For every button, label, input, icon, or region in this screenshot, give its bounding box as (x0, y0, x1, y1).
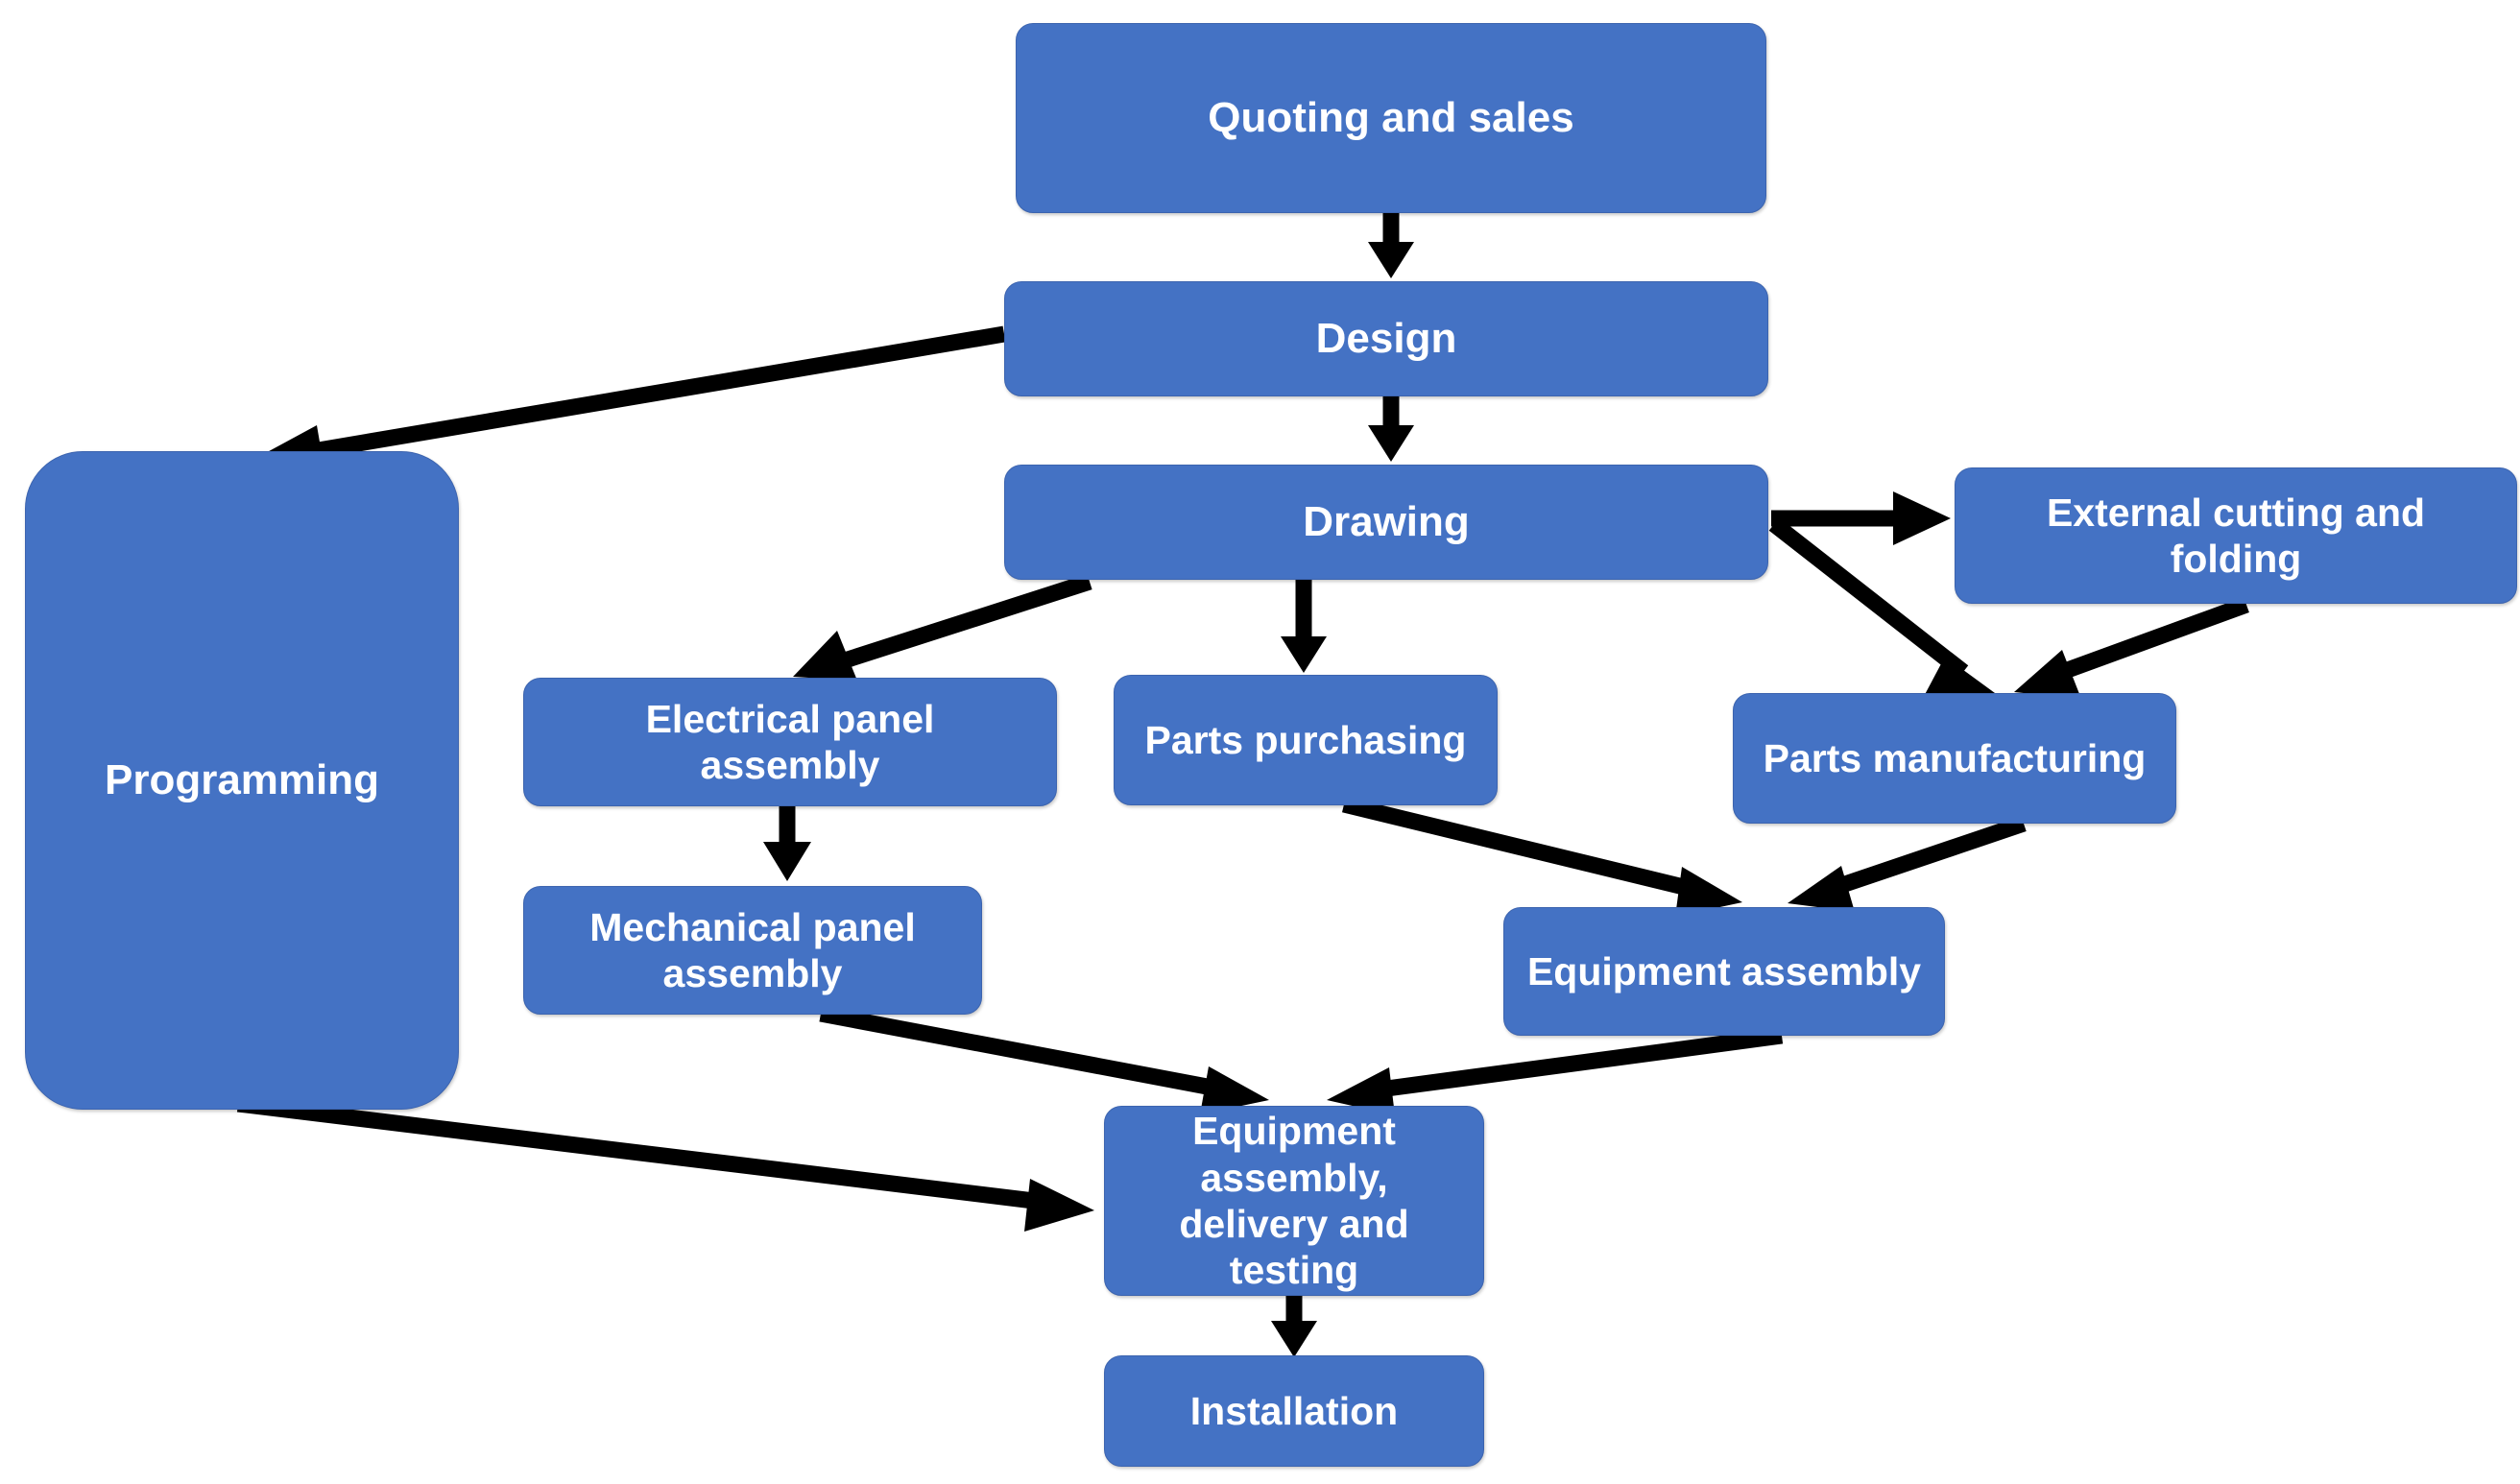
node-external-cutting-and-folding[interactable]: External cutting and folding (1955, 467, 2517, 604)
node-equipment-assembly-delivery-and-testing[interactable]: Equipment assembly, delivery and testing (1104, 1106, 1484, 1296)
connector-drawing-to-external-cutting-and-folding (1771, 491, 1951, 545)
node-label: External cutting and folding (2046, 490, 2426, 581)
node-label: Design (1315, 315, 1457, 363)
connector-drawing-to-parts-manufacturing (1768, 517, 1995, 704)
node-label: Parts purchasing (1144, 717, 1467, 762)
node-label: Equipment assembly, delivery and testing (1179, 1109, 1409, 1293)
connector-programming-to-equipment-delivery (236, 1095, 1094, 1232)
connector-equipment-assembly-to-equipment-delivery (1327, 1027, 1784, 1115)
node-parts-manufacturing[interactable]: Parts manufacturing (1733, 693, 2176, 824)
connector-external-cutting-to-parts-manufacturing (2014, 597, 2249, 699)
node-programming[interactable]: Programming (25, 451, 459, 1110)
node-label: Equipment assembly (1526, 948, 1922, 993)
node-design[interactable]: Design (1004, 281, 1768, 396)
node-equipment-assembly[interactable]: Equipment assembly (1503, 907, 1945, 1036)
connector-parts-purchasing-to-equipment-assembly (1341, 796, 1742, 917)
node-electrical-panel-assembly[interactable]: Electrical panel assembly (523, 678, 1057, 806)
node-label: Electrical panel assembly (645, 696, 935, 787)
node-installation[interactable]: Installation (1104, 1355, 1484, 1467)
connector-mechanical-panel-to-equipment-delivery (819, 1005, 1269, 1114)
node-parts-purchasing[interactable]: Parts purchasing (1114, 675, 1498, 805)
connector-drawing-to-electrical-panel-assembly (793, 573, 1092, 681)
node-drawing[interactable]: Drawing (1004, 465, 1768, 580)
node-label: Programming (104, 756, 380, 804)
connector-electrical-to-mechanical-panel-assembly (763, 806, 811, 881)
connector-drawing-to-parts-purchasing (1281, 580, 1327, 673)
node-mechanical-panel-assembly[interactable]: Mechanical panel assembly (523, 886, 982, 1015)
connector-design-to-drawing (1368, 396, 1414, 462)
node-label: Installation (1189, 1388, 1399, 1433)
node-label: Quoting and sales (1208, 94, 1574, 142)
node-quoting-and-sales[interactable]: Quoting and sales (1016, 23, 1766, 213)
connector-quoting-to-design (1368, 213, 1414, 278)
node-label: Parts manufacturing (1763, 735, 2147, 780)
connector-equipment-delivery-to-installation (1271, 1296, 1317, 1357)
connector-parts-manufacturing-to-equipment-assembly (1788, 815, 2027, 912)
node-label: Mechanical panel assembly (589, 904, 916, 995)
node-label: Drawing (1303, 498, 1470, 546)
